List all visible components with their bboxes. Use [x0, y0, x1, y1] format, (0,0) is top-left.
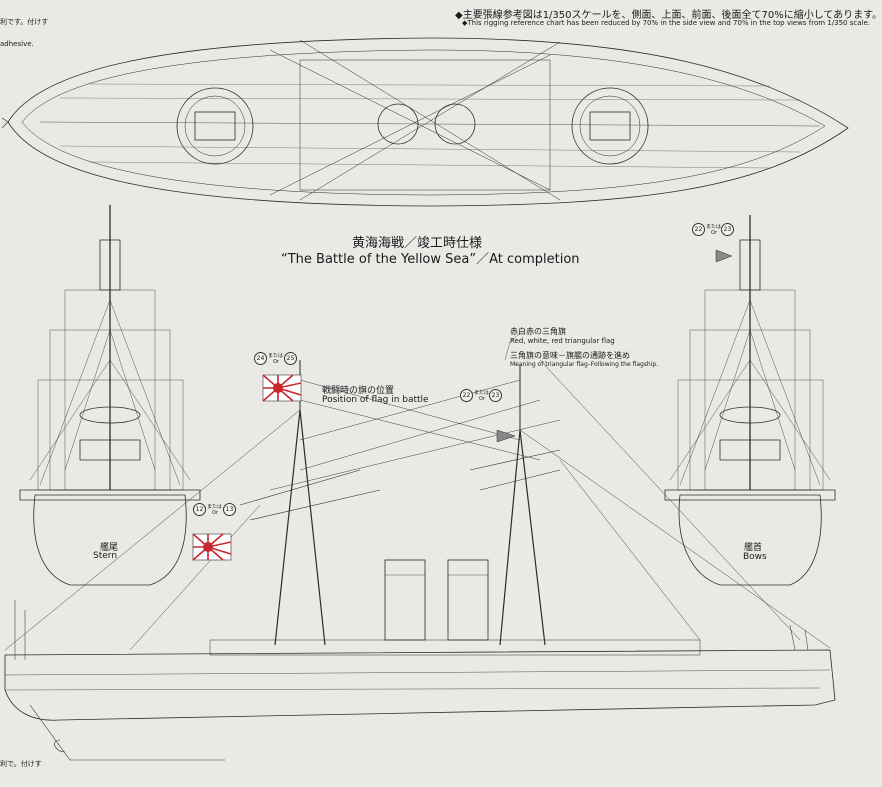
- flag-meaning-label-en: Meaning of triangular flag–Following the…: [510, 361, 659, 368]
- or-label-jp: または: [706, 224, 722, 230]
- flag-position-label-jp: 戦闘時の旗の位置: [322, 386, 395, 396]
- or-label-jp: または: [207, 504, 223, 510]
- bows-view-drawing: [664, 215, 836, 586]
- diagram-title-en: “The Battle of the Yellow Sea”／At comple…: [281, 252, 580, 267]
- part-number-23: 23: [489, 389, 502, 402]
- page-edge-text-top: 利です。付けす: [0, 18, 49, 26]
- or-label-en: Or: [273, 359, 279, 365]
- reduction-note-jp: ◆主要張線参考図は1/350スケールを、側面、上面、前面、後面全て70%に縮小し…: [455, 10, 882, 21]
- stern-label-en: Stern: [93, 551, 118, 561]
- or-label-jp: または: [268, 353, 284, 359]
- diagram-title-jp: 黄海海戦／竣工時仕様: [352, 236, 483, 251]
- triangular-flag-bows: [715, 249, 733, 263]
- triangular-flag-label-jp: 赤白赤の三角旗: [510, 327, 566, 336]
- triangular-flag-mainmast: [496, 429, 516, 443]
- or-label-en: Or: [479, 396, 485, 402]
- naval-ensign-flag-top: [262, 374, 302, 402]
- or-label-jp: または: [474, 390, 490, 396]
- side-view-drawing: [4, 359, 836, 761]
- or-label-en: Or: [711, 230, 717, 236]
- page-edge-text-adhesive: adhesive.: [0, 40, 34, 48]
- part-number-22: 22: [460, 389, 473, 402]
- flag-position-label-en: Position of flag in battle: [322, 395, 429, 405]
- bows-label-en: Bows: [743, 552, 767, 562]
- page-edge-text-bottom: 利で。付けす: [0, 760, 42, 768]
- stern-label-jp: 艦尾: [100, 543, 119, 553]
- stern-view-drawing: [19, 205, 201, 586]
- rigging-drawing-sheet: [1, 37, 849, 761]
- part-number-24: 24: [254, 352, 267, 365]
- reduction-note-en: ◆This rigging reference chart has been r…: [462, 19, 870, 27]
- bows-label-jp: 艦首: [744, 543, 763, 553]
- triangular-flag-label-en: Red, white, red triangular flag: [510, 337, 615, 345]
- part-number-23-bows: 23: [721, 223, 734, 236]
- part-number-25: 25: [284, 352, 297, 365]
- part-number-12: 12: [193, 503, 206, 516]
- part-number-22-bows: 22: [692, 223, 705, 236]
- part-number-13: 13: [223, 503, 236, 516]
- flag-meaning-label-jp: 三角旗の意味－旗艦の通跡を進め: [510, 351, 630, 360]
- or-label-en: Or: [212, 510, 218, 516]
- naval-ensign-flag-stern: [192, 533, 232, 561]
- top-view-drawing: [1, 37, 849, 207]
